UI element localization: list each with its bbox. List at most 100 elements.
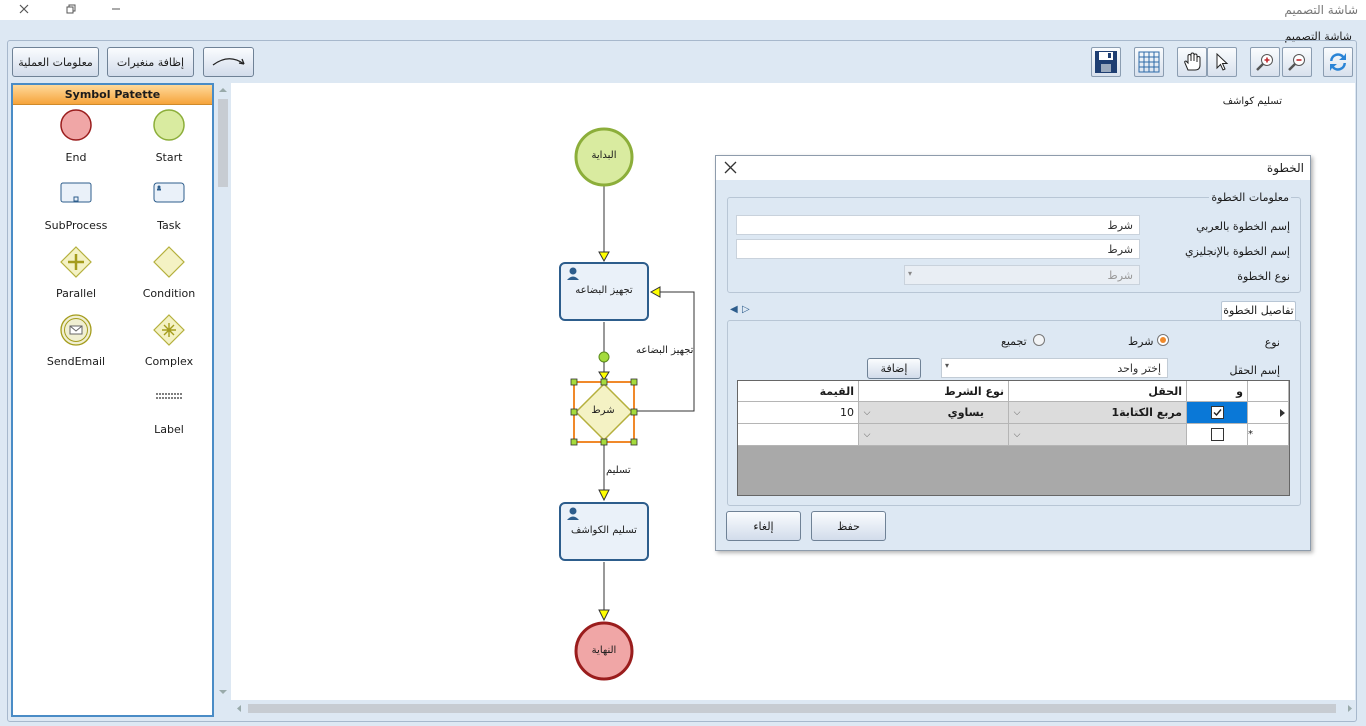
palette-title: Symbol Patette bbox=[13, 85, 212, 105]
restore-icon bbox=[66, 4, 76, 14]
cell-condition-type[interactable]: يساوي bbox=[859, 402, 1009, 424]
cell-and[interactable] bbox=[1187, 402, 1248, 424]
subprocess-icon bbox=[60, 182, 92, 203]
pointer-icon bbox=[1216, 53, 1229, 71]
zoom-out-button[interactable] bbox=[1282, 47, 1312, 77]
window-titlebar: شاشة التصميم bbox=[0, 0, 1366, 20]
canvas-horizontal-scrollbar[interactable] bbox=[236, 702, 1354, 715]
start-node[interactable] bbox=[574, 127, 634, 187]
row-selector[interactable] bbox=[1248, 402, 1289, 424]
palette-vertical-scrollbar[interactable] bbox=[217, 87, 229, 697]
cell-field[interactable] bbox=[1009, 424, 1187, 446]
tab-scroll-left-icon[interactable]: ◀ bbox=[730, 304, 738, 315]
chevron-down-icon: ▾ bbox=[908, 269, 913, 278]
palette-start-shape[interactable] bbox=[153, 109, 185, 144]
minimize-icon bbox=[112, 8, 120, 10]
step-type-label: نوع الخطوة bbox=[1237, 270, 1290, 283]
chevron-down-icon[interactable]: ⌵ bbox=[863, 408, 871, 418]
grid-header-row: القيمة نوع الشرط الحقل و bbox=[738, 381, 1289, 402]
refresh-icon bbox=[1330, 53, 1346, 71]
save-button[interactable]: حفظ bbox=[811, 511, 886, 541]
window-title: شاشة التصميم bbox=[1284, 3, 1358, 17]
add-variables-button[interactable]: إظافة منغيرات bbox=[107, 47, 194, 77]
field-name-select[interactable]: إختر واحد bbox=[941, 358, 1168, 378]
save-icon bbox=[1095, 51, 1117, 73]
canvas-top-label[interactable]: تسليم كواشف bbox=[1222, 96, 1282, 107]
arabic-name-label: إسم الخطوة بالعربي bbox=[1196, 220, 1290, 233]
vertical-scrollbar-track bbox=[218, 88, 228, 694]
palette-label-end: End bbox=[65, 151, 87, 164]
palette-label-start: Start bbox=[155, 151, 183, 164]
palette-sendemail-shape[interactable] bbox=[60, 314, 92, 349]
english-name-field[interactable]: شرط bbox=[736, 239, 1140, 259]
radio-condition-label: شرط bbox=[1128, 335, 1154, 348]
header-field: الحقل bbox=[1009, 381, 1187, 402]
chevron-down-icon: ▾ bbox=[945, 361, 950, 370]
palette-label-shape[interactable] bbox=[155, 390, 183, 403]
table-row[interactable]: 10 يساوي ⌵ مربع الكتابة1 ⌵ bbox=[738, 402, 1289, 424]
pan-tool-button[interactable] bbox=[1177, 47, 1207, 77]
connector-tool-button[interactable] bbox=[203, 47, 254, 77]
task-icon bbox=[153, 182, 185, 203]
step-dialog: الخطوة معلومات الخطوة إسم الخطوة بالعربي… bbox=[715, 155, 1311, 551]
start-event-icon bbox=[153, 109, 185, 141]
grid-tool-button[interactable] bbox=[1134, 47, 1164, 77]
hand-icon bbox=[1184, 52, 1201, 71]
process-diagram bbox=[559, 127, 695, 681]
end-node[interactable] bbox=[574, 621, 634, 681]
chevron-down-icon[interactable]: ⌵ bbox=[1013, 408, 1021, 418]
zoom-out-icon bbox=[1288, 54, 1305, 71]
restore-window-button[interactable] bbox=[59, 0, 83, 18]
cell-value[interactable] bbox=[738, 424, 859, 446]
cell-condition-type[interactable] bbox=[859, 424, 1009, 446]
cell-value[interactable]: 10 bbox=[738, 402, 859, 424]
task-node-prepare[interactable] bbox=[559, 262, 649, 321]
radio-aggregate[interactable] bbox=[1033, 334, 1045, 349]
cell-and[interactable] bbox=[1187, 424, 1248, 446]
arrowhead bbox=[598, 251, 610, 263]
palette-parallel-shape[interactable] bbox=[59, 245, 93, 282]
add-button[interactable]: إضافة bbox=[867, 358, 921, 379]
palette-label-complex: Complex bbox=[144, 355, 194, 368]
task-node-deliver[interactable] bbox=[559, 502, 649, 561]
kind-label: نوع bbox=[1264, 336, 1280, 349]
cell-field[interactable]: مربع الكتابة1 bbox=[1009, 402, 1187, 424]
palette-label-parallel: Parallel bbox=[55, 287, 97, 300]
dialog-close-button[interactable] bbox=[724, 161, 737, 177]
palette-task-shape[interactable] bbox=[153, 182, 185, 207]
curved-arrow-icon bbox=[212, 58, 245, 66]
end-node-label: النهاية bbox=[591, 645, 617, 656]
palette-subprocess-shape[interactable] bbox=[60, 182, 92, 207]
save-tool-button[interactable] bbox=[1091, 47, 1121, 77]
palette-end-shape[interactable] bbox=[60, 109, 92, 144]
loop-edge[interactable] bbox=[634, 291, 695, 412]
cancel-button[interactable]: إلغاء bbox=[726, 511, 801, 541]
zoom-in-icon bbox=[1256, 54, 1273, 71]
step-type-select[interactable]: شرط bbox=[904, 265, 1140, 285]
complex-gateway-icon bbox=[153, 314, 185, 346]
arabic-name-field[interactable]: شرط bbox=[736, 215, 1140, 235]
chevron-down-icon[interactable]: ⌵ bbox=[863, 430, 871, 440]
tab-scroll-right-icon[interactable]: ▷ bbox=[742, 304, 750, 315]
zoom-in-button[interactable] bbox=[1250, 47, 1280, 77]
step-info-group-label: معلومات الخطوة bbox=[1209, 191, 1291, 204]
palette-complex-shape[interactable] bbox=[152, 313, 186, 350]
task-node-prepare-label: تجهيز البضاعه bbox=[575, 285, 633, 296]
table-row[interactable]: ⌵ ⌵ * bbox=[738, 424, 1289, 446]
tab-step-details[interactable]: تفاصيل الخطوة bbox=[1221, 301, 1296, 321]
palette-condition-shape[interactable] bbox=[152, 245, 186, 282]
process-info-button[interactable]: معلومات العملية bbox=[12, 47, 99, 77]
step-info-group bbox=[727, 197, 1301, 293]
checkbox-checked-icon bbox=[1210, 406, 1224, 419]
close-window-button[interactable] bbox=[12, 0, 36, 18]
select-tool-button[interactable] bbox=[1207, 47, 1237, 77]
minimize-window-button[interactable] bbox=[104, 0, 128, 18]
header-condition-type: نوع الشرط bbox=[859, 381, 1009, 402]
dialog-title: الخطوة bbox=[1266, 161, 1304, 175]
refresh-button[interactable] bbox=[1323, 47, 1353, 77]
palette-label-label: Label bbox=[154, 423, 184, 436]
radio-condition[interactable] bbox=[1157, 334, 1169, 349]
condition-gateway-icon bbox=[153, 246, 185, 278]
text-label-icon bbox=[156, 393, 182, 399]
chevron-down-icon[interactable]: ⌵ bbox=[1013, 430, 1021, 440]
